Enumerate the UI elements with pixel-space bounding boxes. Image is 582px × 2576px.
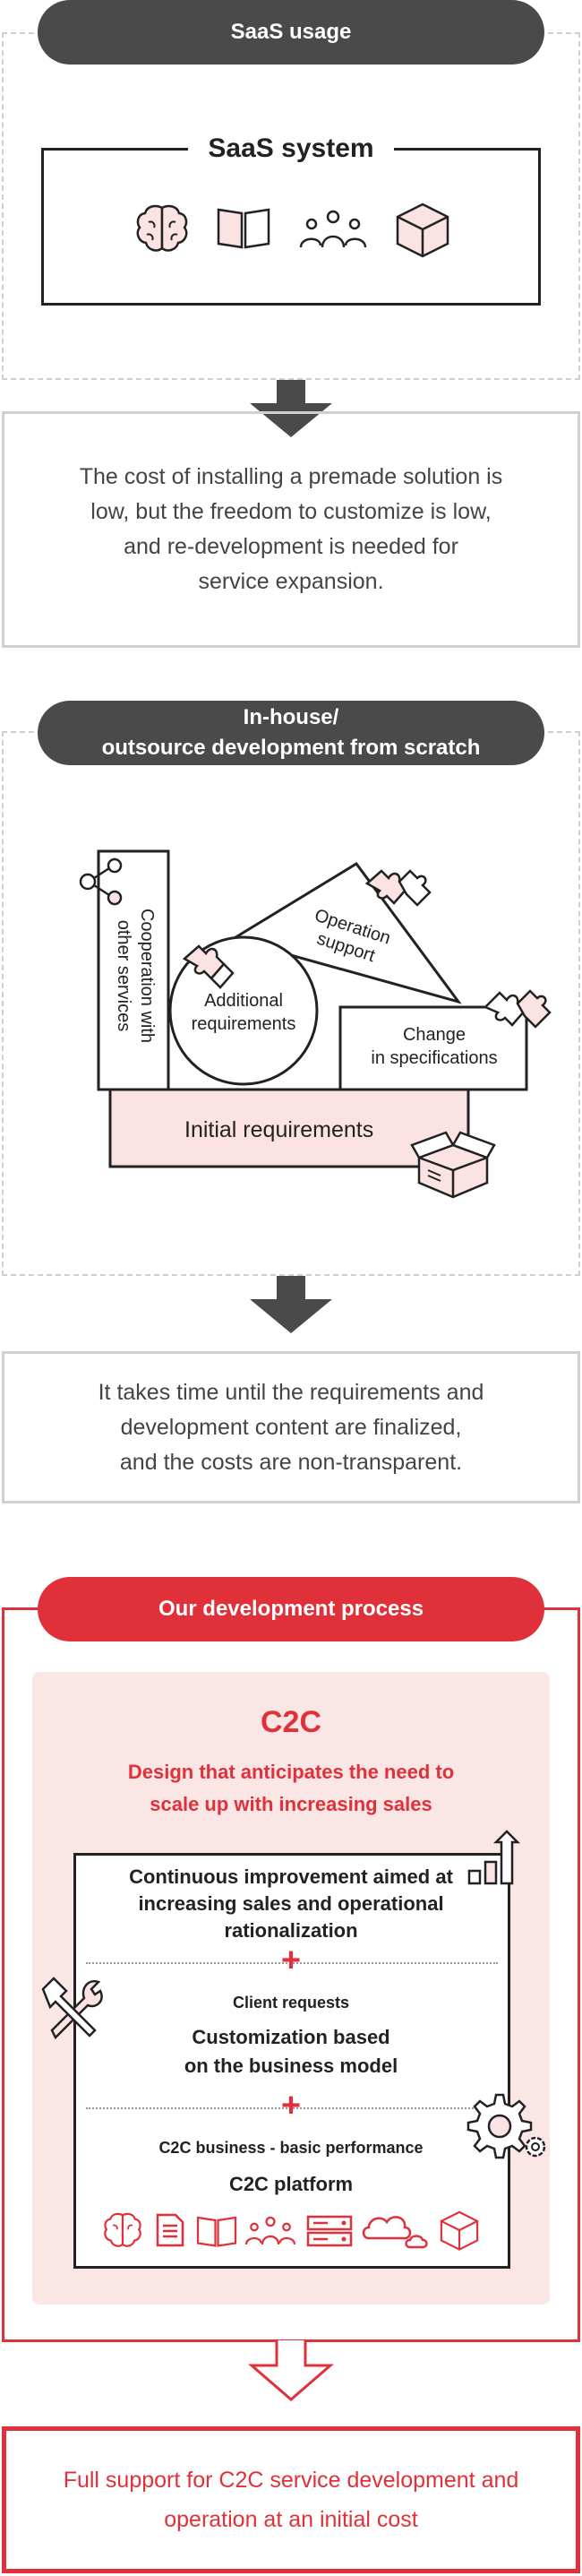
puzzle-icon-operation bbox=[364, 869, 432, 907]
inhouse-note-line-1: It takes time until the requirements and bbox=[98, 1379, 484, 1405]
plus-sign-2: + bbox=[280, 2087, 302, 2124]
server-icon bbox=[306, 2215, 353, 2247]
continuous-line-2: increasing sales and operational bbox=[138, 1892, 444, 1915]
basic-performance-text: C2C business - basic performance bbox=[158, 2139, 424, 2157]
continuous-line-3: rationalization bbox=[224, 1919, 358, 1942]
share-icon bbox=[79, 857, 123, 906]
final-line-1: Full support for C2C service development… bbox=[63, 2468, 519, 2493]
additional-line-2: requirements bbox=[191, 1014, 296, 1034]
c2c-title: C2C bbox=[260, 1705, 322, 1739]
customization-line-1: Customization based bbox=[192, 2026, 390, 2048]
saas-usage-pill: SaaS usage bbox=[38, 0, 544, 65]
change-line-2: in specifications bbox=[371, 1048, 498, 1068]
inhouse-note-line-3: and the costs are non-transparent. bbox=[119, 1449, 463, 1475]
open-box-icon bbox=[410, 1131, 496, 1199]
inhouse-pill-line-1: In-house/ bbox=[243, 705, 339, 729]
down-arrow-icon bbox=[250, 380, 332, 437]
customization-text: Customization based on the business mode… bbox=[107, 2023, 475, 2081]
dotted-divider-1 bbox=[86, 1962, 498, 1964]
c2c-subtitle: Design that anticipates the need to scal… bbox=[32, 1756, 550, 1821]
brain-icon bbox=[104, 2212, 141, 2247]
our-process-pill: Our development process bbox=[38, 1577, 544, 1641]
customization-line-2: on the business model bbox=[184, 2055, 398, 2077]
book-icon bbox=[196, 2216, 237, 2247]
c2c-subtitle-line-1: Design that anticipates the need to bbox=[127, 1761, 455, 1783]
inhouse-cost-note: It takes time until the requirements and… bbox=[2, 1351, 580, 1503]
client-requests-text: Client requests bbox=[232, 1994, 350, 2012]
continuous-line-1: Continuous improvement aimed at bbox=[129, 1865, 453, 1888]
final-statement-box: Full support for C2C service development… bbox=[2, 2426, 580, 2573]
our-process-label: Our development process bbox=[158, 1597, 424, 1621]
saas-note-line-1: The cost of installing a premade solutio… bbox=[79, 464, 503, 489]
c2c-platform-text: C2C platform bbox=[228, 2173, 354, 2195]
cooperation-line-1: Cooperation with bbox=[137, 908, 157, 1044]
saas-cost-note: The cost of installing a premade solutio… bbox=[2, 411, 580, 648]
change-line-1: Change bbox=[402, 1025, 466, 1045]
c2c-subtitle-line-2: scale up with increasing sales bbox=[150, 1793, 432, 1815]
c2c-stack-box bbox=[73, 1853, 510, 2269]
cube-icon bbox=[396, 202, 449, 258]
cooperation-label: Cooperation with other services bbox=[110, 859, 158, 1092]
initial-requirements-label: Initial requirements bbox=[184, 1117, 374, 1142]
inhouse-pill: In-house/ outsource development from scr… bbox=[38, 701, 544, 765]
people-icon bbox=[299, 210, 367, 248]
final-line-2: operation at an initial cost bbox=[164, 2507, 418, 2532]
additional-line-1: Additional bbox=[204, 991, 283, 1011]
saas-system-title: SaaS system bbox=[188, 131, 394, 167]
puzzle-icon-additional bbox=[182, 944, 235, 989]
plus-sign-1: + bbox=[280, 1942, 302, 1979]
change-label: Change in specifications bbox=[344, 1023, 525, 1070]
people-icon bbox=[244, 2216, 296, 2245]
saas-note-line-3: and re-development is needed for bbox=[124, 534, 458, 559]
gear-icon bbox=[466, 2093, 546, 2159]
saas-note-line-2: low, but the freedom to customize is low… bbox=[90, 499, 492, 524]
saas-usage-label: SaaS usage bbox=[230, 20, 352, 44]
cooperation-line-2: other services bbox=[114, 919, 133, 1032]
brain-icon bbox=[136, 204, 188, 252]
additional-label: Additional requirements bbox=[172, 989, 315, 1036]
cube-icon bbox=[440, 2210, 479, 2251]
puzzle-icon-change bbox=[483, 989, 552, 1029]
saas-system-box bbox=[41, 148, 541, 306]
dotted-divider-2 bbox=[86, 2107, 498, 2109]
saas-note-line-4: service expansion. bbox=[198, 569, 384, 594]
cloud-icon bbox=[362, 2216, 428, 2249]
continuous-improvement-text: Continuous improvement aimed at increasi… bbox=[107, 1864, 475, 1944]
down-arrow-icon bbox=[250, 1276, 332, 1333]
book-icon bbox=[217, 208, 270, 249]
down-arrow-outline-icon bbox=[247, 2340, 335, 2401]
inhouse-pill-line-2: outsource development from scratch bbox=[101, 736, 481, 760]
growth-bars-icon bbox=[467, 1830, 521, 1885]
inhouse-note-line-2: development content are finalized, bbox=[120, 1414, 462, 1440]
document-icon bbox=[156, 2213, 184, 2247]
tools-icon bbox=[41, 1977, 103, 2040]
